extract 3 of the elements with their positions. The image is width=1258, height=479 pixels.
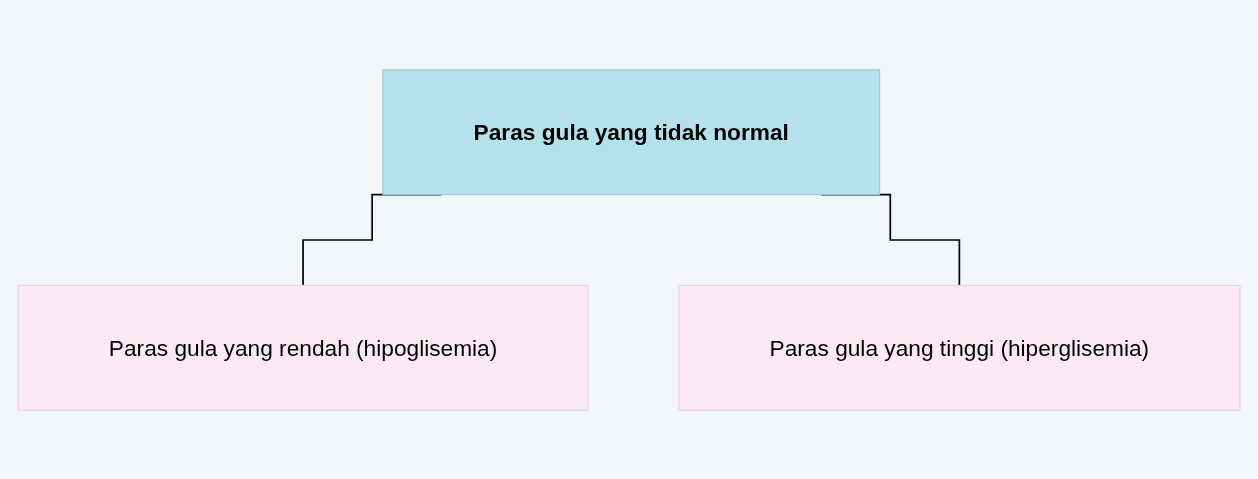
node-box: Paras gula yang rendah (hipoglisemia) [17,284,589,411]
node-box: Paras gula yang tidak normal [382,68,881,195]
node-box: Paras gula yang tinggi (hiperglisemia) [678,284,1241,411]
